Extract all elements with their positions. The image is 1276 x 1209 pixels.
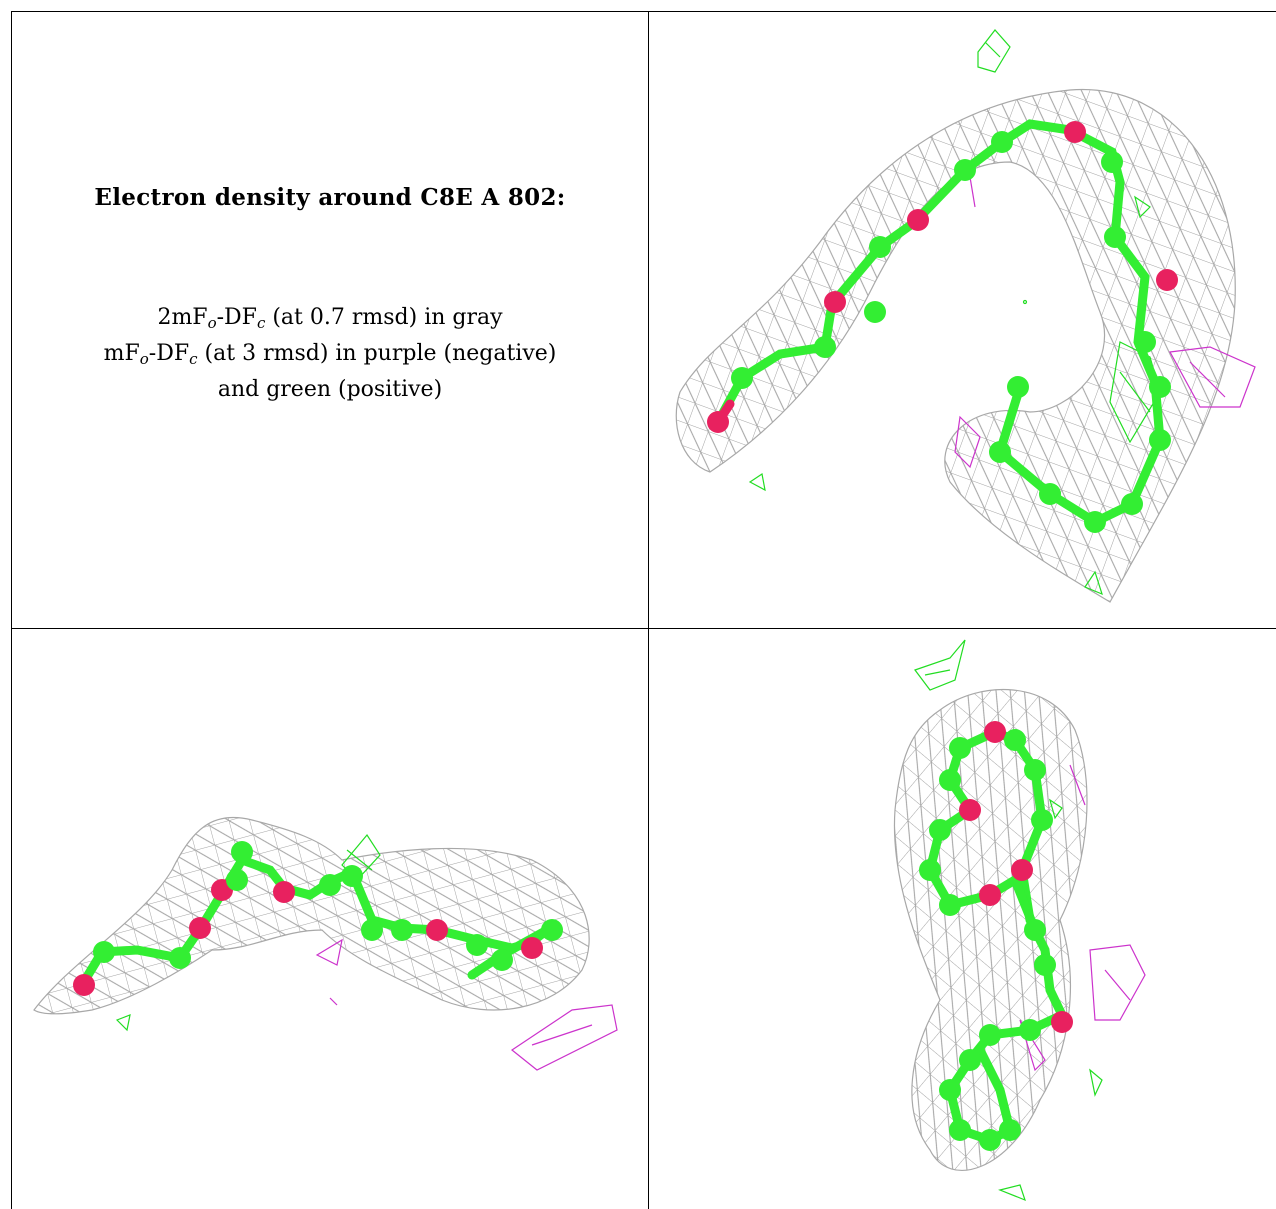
view-bottom-left: [12, 630, 648, 1209]
density-render-bottom-left: [33, 816, 618, 1071]
caption-cell: Electron density around C8E A 802: 2mFo-…: [12, 12, 648, 628]
positive-difference-mesh: [914, 639, 1103, 1202]
c8e-ligand-atoms: [73, 841, 563, 996]
legend-line-mfo: mFo-DFc (at 3 rmsd) in purple (negative): [103, 341, 557, 368]
view-bottom-right: [650, 630, 1276, 1209]
density-render-bottom-right: [893, 639, 1146, 1202]
gray-density-mesh: [675, 88, 1236, 603]
legend-line-3: and green (positive): [217, 377, 443, 402]
c8e-ligand-atoms: [919, 721, 1073, 1151]
table-center-border: [648, 11, 649, 1209]
table-left-border: [11, 11, 12, 1209]
legend-line-2mfo: 2mFo-DFc (at 0.7 rmsd) in gray: [157, 305, 503, 332]
table-middle-border: [11, 628, 1276, 629]
legend-text: 2mFo-DFc (at 0.7 rmsd) in gray mFo-DFc (…: [12, 300, 648, 408]
gray-density-mesh: [33, 816, 590, 1015]
negative-difference-mesh: [954, 176, 1256, 469]
negative-difference-mesh: [315, 938, 618, 1071]
c8e-ligand-atoms: [707, 121, 1178, 533]
view-top-right: [650, 12, 1276, 628]
figure-title: Electron density around C8E A 802:: [94, 184, 566, 211]
gray-density-mesh: [893, 688, 1088, 1171]
density-render-top-right: [675, 29, 1256, 603]
table-top-border: [11, 11, 1276, 12]
